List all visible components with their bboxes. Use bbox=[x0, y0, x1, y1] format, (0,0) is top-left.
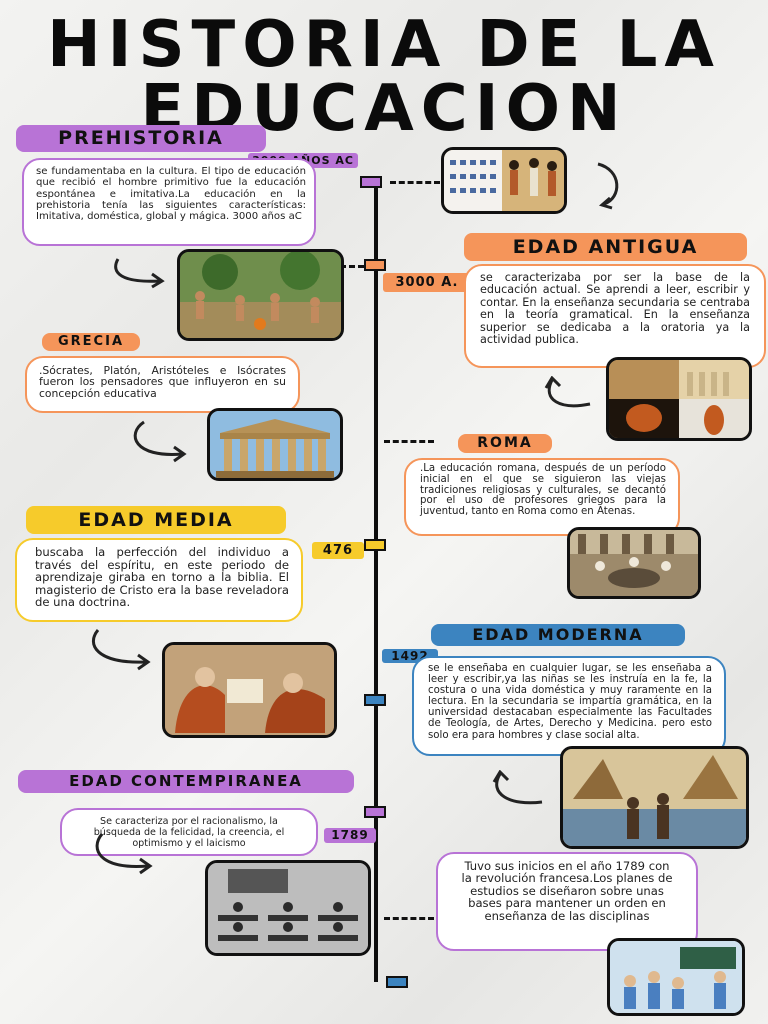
timeline-node-edad-moderna bbox=[364, 694, 386, 706]
curved-arrow-icon bbox=[95, 833, 153, 875]
page-title-line1: HISTORIA DE LA bbox=[47, 8, 721, 82]
section-label-grecia: GRECIA bbox=[42, 333, 140, 351]
timeline-node-edad-contemporanea bbox=[364, 806, 386, 818]
text-box-edad-media: buscaba la perfección del individuo a tr… bbox=[15, 538, 303, 622]
prehistory-scene-image bbox=[177, 249, 344, 341]
date-badge-edad-contemporanea: 1789 bbox=[324, 828, 376, 843]
section-label-edad-media: EDAD MEDIA bbox=[26, 506, 286, 534]
connector-dash bbox=[384, 917, 434, 920]
date-badge-edad-media: 476 bbox=[312, 542, 364, 559]
section-label-prehistoria: PREHISTORIA bbox=[16, 125, 266, 152]
curved-arrow-icon bbox=[114, 258, 165, 289]
timeline-node-edad-media bbox=[364, 539, 386, 551]
timeline-line bbox=[374, 182, 378, 982]
antiquity-collage-image bbox=[606, 357, 752, 441]
medieval-scene-image bbox=[162, 642, 337, 738]
text-box-grecia: .Sócrates, Platón, Aristóteles e Isócrat… bbox=[25, 356, 300, 413]
timeline-node-edad-antigua bbox=[364, 259, 386, 271]
text-box-edad-contemporanea: Se caracteriza por el racionalismo, la b… bbox=[60, 808, 318, 856]
modern-classroom-image bbox=[607, 938, 745, 1016]
connector-dash bbox=[390, 181, 440, 184]
section-label-edad-moderna: EDAD MODERNA bbox=[431, 624, 685, 646]
text-box-prehistoria: se fundamentaba en la cultura. El tipo d… bbox=[22, 158, 316, 246]
timeline-node-end bbox=[386, 976, 408, 988]
curved-arrow-icon bbox=[92, 629, 151, 671]
curved-arrow-icon bbox=[597, 162, 619, 210]
timeline-node-prehistoria bbox=[360, 176, 382, 188]
parthenon-image bbox=[207, 408, 343, 481]
section-label-edad-contemporanea: EDAD CONTEMPIRANEA bbox=[18, 770, 354, 793]
section-label-roma: ROMA bbox=[458, 434, 552, 453]
egypt-image bbox=[441, 147, 567, 214]
section-label-edad-antigua: EDAD ANTIGUA bbox=[464, 233, 747, 261]
text-box-edad-contemporanea-2: Tuvo sus inicios en el año 1789 con la r… bbox=[436, 852, 698, 951]
discovery-scene-image bbox=[560, 746, 749, 849]
date-badge-edad-antigua: 3000 A. bbox=[383, 273, 471, 292]
text-box-edad-antigua: se caracterizaba por ser la base de la e… bbox=[464, 264, 766, 368]
curved-arrow-icon bbox=[133, 420, 187, 463]
connector-dash bbox=[384, 440, 434, 443]
curved-arrow-icon bbox=[492, 770, 543, 805]
classroom-image bbox=[205, 860, 371, 956]
text-box-edad-moderna: se le enseñaba en cualquier lugar, se le… bbox=[412, 656, 726, 756]
curved-arrow-icon bbox=[544, 376, 591, 408]
roman-scene-image bbox=[567, 527, 701, 599]
connector-dash bbox=[340, 265, 364, 268]
text-box-roma: .La educación romana, después de un perí… bbox=[404, 458, 680, 536]
